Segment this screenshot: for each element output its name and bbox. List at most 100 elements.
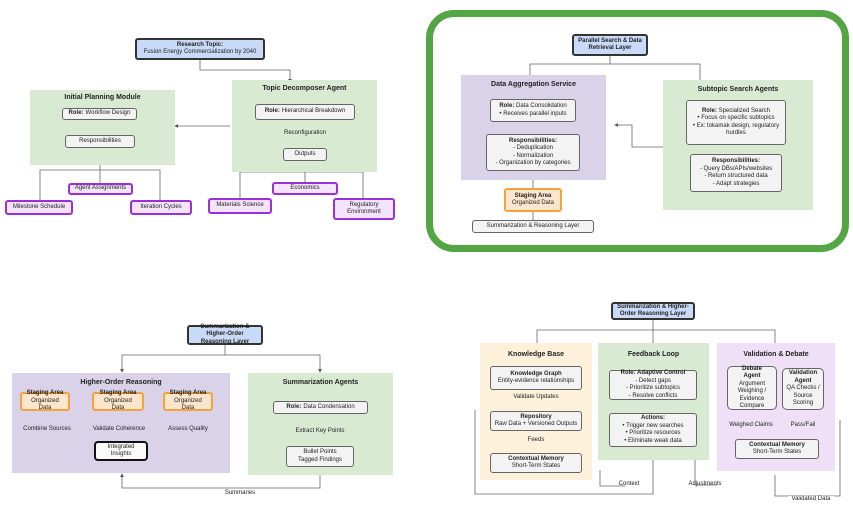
higher-order-reasoning-title: Higher-Order Reasoning xyxy=(80,379,162,386)
d3-staging-area-3: Staging Area Organized Data xyxy=(163,390,213,411)
ssa-role-item: • Ex: tokamak design, regulatory hurdles xyxy=(692,122,780,137)
sa-role-box: Role: Data Condensation xyxy=(273,401,368,414)
economics-label: Economics xyxy=(290,184,320,191)
agent-assignments-box: Agent Assignments xyxy=(68,183,133,195)
diagram-frame-green xyxy=(426,10,849,252)
debate-agent-sub: Argument Weighing / Evidence Compare xyxy=(737,380,767,410)
d3-top-layer-box: Summarization & Higher-Order Reasoning L… xyxy=(187,323,263,345)
ssa-role-box: Role: Specialized Search • Focus on spec… xyxy=(686,100,786,145)
repository-box: Repository Raw Data + Versioned Outputs xyxy=(490,411,582,431)
das-role-text: Data Consolidation xyxy=(515,103,567,109)
actions-item: • Eliminate weak data xyxy=(624,437,682,444)
ipm-responsibilities-box: Responsibilities xyxy=(65,135,135,148)
research-topic-title: Research Topic: xyxy=(176,41,224,48)
sa-role-text: Data Condensation xyxy=(303,403,355,410)
ssa-role-item: • Focus on specific subtopics xyxy=(697,115,775,121)
d3-staging-title: Staging Area xyxy=(99,390,137,397)
feeds-label: Feeds xyxy=(527,437,545,443)
feedback-loop-title: Feedback Loop xyxy=(627,351,680,358)
actions-box: Actions: • Trigger new searches • Priori… xyxy=(609,413,697,447)
initial-planning-module-panel: Initial Planning Module xyxy=(30,90,175,165)
pass-fail-label: Pass/Fail xyxy=(790,422,816,428)
d2-staging-title: Staging Area xyxy=(514,192,552,199)
adjustments-label: Adjustments xyxy=(688,481,722,487)
regulatory-environment-box: Regulatory Environment xyxy=(333,198,395,220)
contextual-memory-sub: Short-Term States xyxy=(511,463,561,469)
research-topic-box: Research Topic: Fusion Energy Commercial… xyxy=(135,38,265,60)
validated-data-label: Validated Data xyxy=(788,496,834,502)
validation-debate-title: Validation & Debate xyxy=(743,351,809,358)
weighed-claims-label: Weighed Claims xyxy=(729,422,773,428)
actions-title: Actions: xyxy=(641,415,665,421)
milestone-schedule-box: Milestone Schedule xyxy=(5,200,73,215)
parallel-search-layer-title: Parallel Search & Data Retrieval Layer xyxy=(578,37,642,52)
ssa-role-label: Role: xyxy=(701,107,717,114)
validation-agent-title: Validation Agent xyxy=(788,370,818,384)
das-resp-item: - Normalization xyxy=(512,152,554,159)
adaptive-control-title: Role: Adaptive Control xyxy=(620,370,686,376)
materials-science-label: Materials Science xyxy=(216,202,264,209)
knowledge-graph-box: Knowledge Graph Entity-evidence relation… xyxy=(490,366,582,390)
ssa-resp-label: Responsibilities: xyxy=(711,158,760,164)
validation-agent-box: Validation Agent QA Checks / Source Scor… xyxy=(782,368,824,410)
milestone-schedule-label: Milestone Schedule xyxy=(12,203,66,210)
outputs-label: Outputs xyxy=(294,150,316,157)
d4-contextual-memory-2-sub: Short-Term States xyxy=(752,449,802,455)
summaries-label: Summaries xyxy=(215,490,265,496)
d2-staging-area-box: Staging Area Organized Data xyxy=(504,188,562,212)
ssa-resp-item: - Adapt strategies xyxy=(712,180,760,187)
d3-staging-sub: Organized Data xyxy=(31,397,59,412)
ssa-resp-item: - Return structured data xyxy=(704,173,768,179)
das-resp-item: - Deduplication xyxy=(512,145,554,151)
tda-role-text: Hierarchical Breakdown xyxy=(281,108,346,115)
summarization-agents-title: Summarization Agents xyxy=(282,379,359,386)
bullet-points-box: Bullet Points Tagged Findings xyxy=(286,446,354,467)
ssa-role-text: Specialized Search xyxy=(718,107,771,114)
d3-staging-title: Staging Area xyxy=(26,390,64,397)
outputs-box: Outputs xyxy=(283,148,327,161)
combine-sources-label: Combine Sources xyxy=(23,426,71,432)
d3-staging-title: Staging Area xyxy=(169,390,207,397)
adaptive-control-item: - Detect gaps xyxy=(635,377,671,384)
tagged-findings-label: Tagged Findings xyxy=(297,456,343,463)
initial-planning-module-title: Initial Planning Module xyxy=(64,94,141,101)
reconfiguration-label: Reconfiguration xyxy=(283,130,327,136)
integrated-insights-label: Integrated Insights xyxy=(107,443,135,458)
research-topic-subtitle: Fusion Energy Commercialization by 2040 xyxy=(143,49,257,55)
iteration-cycles-label: Iteration Cycles xyxy=(140,203,182,210)
validate-updates-label: Validate Updates xyxy=(513,394,559,400)
das-resp-item: - Organization by categories xyxy=(495,160,571,166)
data-aggregation-title: Data Aggregation Service xyxy=(491,81,576,88)
integrated-insights-box: Integrated Insights xyxy=(94,441,148,461)
das-role-item: • Receives parallel inputs xyxy=(499,110,567,117)
actions-item: • Prioritize resources xyxy=(625,430,681,436)
sa-role-label: Role: xyxy=(286,403,302,410)
d4-top-layer-box: Summarization & Higher-Order Reasoning L… xyxy=(611,302,695,320)
adaptive-control-box: Role: Adaptive Control - Detect gaps - P… xyxy=(609,370,697,400)
d2-staging-sub: Organized Data xyxy=(511,200,555,206)
das-responsibilities-box: Responsibilities: - Deduplication - Norm… xyxy=(486,134,580,171)
repository-title: Repository xyxy=(520,413,552,420)
contextual-memory-box: Contextual Memory Short-Term States xyxy=(490,453,582,473)
agent-assignments-label: Agent Assignments xyxy=(74,185,127,192)
ipm-role-box: Role: Workflow Design xyxy=(62,108,137,120)
validation-agent-sub: QA Checks / Source Scoring xyxy=(786,385,820,407)
d3-top-layer-title: Summarization & Higher-Order Reasoning L… xyxy=(200,323,250,345)
ipm-role-label: Role: xyxy=(68,110,84,117)
economics-box: Economics xyxy=(272,182,338,195)
extract-key-points-label: Extract Key Points xyxy=(295,428,345,434)
regulatory-environment-label: Regulatory Environment xyxy=(347,201,381,216)
subtopic-search-title: Subtopic Search Agents xyxy=(697,86,779,93)
d4-contextual-memory-2-title: Contextual Memory xyxy=(749,441,805,448)
materials-science-box: Materials Science xyxy=(208,198,272,214)
ssa-resp-item: - Query DBs/APIs/websites xyxy=(699,165,773,172)
validate-coherence-label: Validate Coherence xyxy=(92,426,146,432)
adaptive-control-item: - Resolve conflicts xyxy=(628,392,678,399)
das-role-box: Role: Data Consolidation • Receives para… xyxy=(490,99,576,122)
d4-contextual-memory-2-box: Contextual Memory Short-Term States xyxy=(735,439,819,459)
bullet-points-label: Bullet Points xyxy=(303,449,337,455)
actions-item: • Trigger new searches xyxy=(622,422,684,429)
iteration-cycles-box: Iteration Cycles xyxy=(130,200,192,215)
debate-agent-box: Debate Agent Argument Weighing / Evidenc… xyxy=(727,366,777,410)
contextual-memory-title: Contextual Memory xyxy=(508,455,564,462)
